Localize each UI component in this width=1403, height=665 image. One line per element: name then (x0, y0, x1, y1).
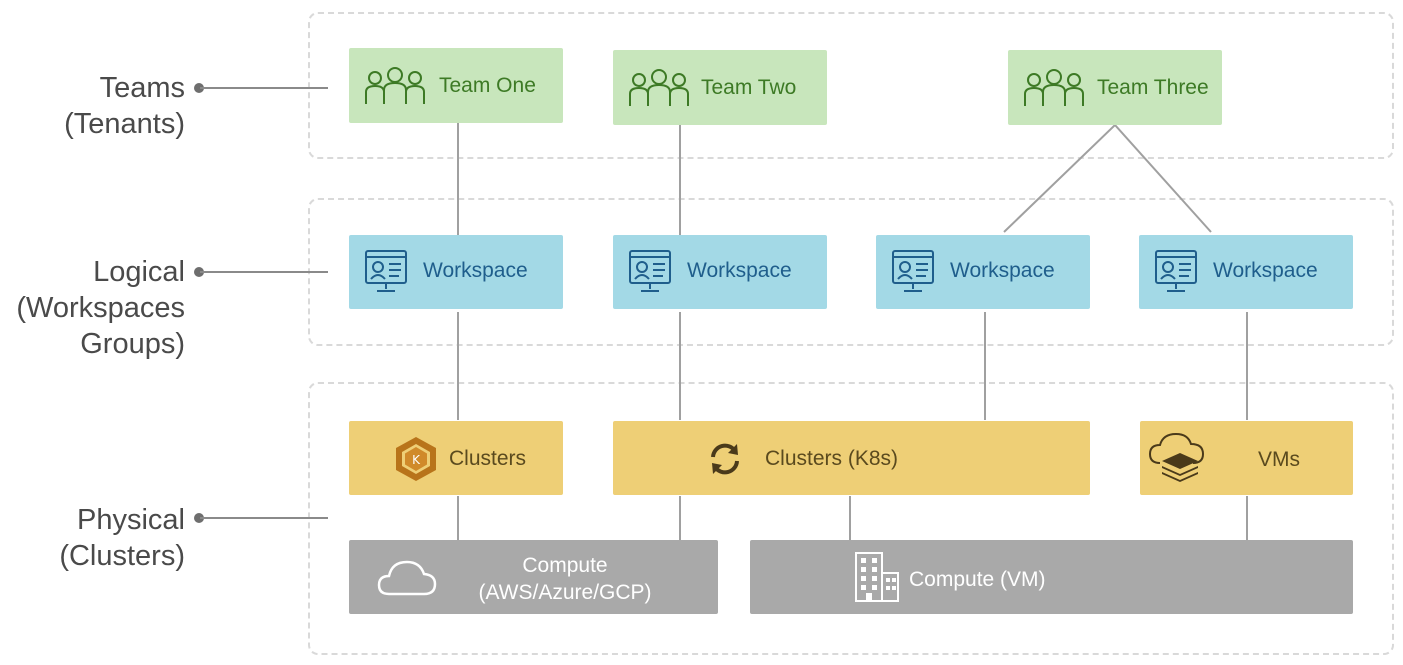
workspace-1-label: Workspace (423, 259, 528, 282)
teams-layer-title: Teams (99, 72, 185, 104)
workspace-4-label: Workspace (1213, 259, 1318, 282)
workspace-2-node[interactable]: Workspace (613, 235, 827, 309)
physical-layer-pointer (200, 517, 328, 519)
physical-layer-subtitle: (Clusters) (59, 540, 185, 572)
workspace-1-node[interactable]: Workspace (349, 235, 563, 309)
team-three-node[interactable]: Team Three (1008, 50, 1222, 125)
team-two-label: Team Two (701, 76, 797, 99)
team-one-label: Team One (439, 74, 536, 97)
sync-icon (711, 443, 739, 475)
compute-vm-node[interactable]: Compute (VM) (750, 540, 1353, 614)
teams-layer-label: Teams (Tenants) (64, 70, 185, 142)
team-icon (629, 69, 689, 106)
workspace-4-node[interactable]: Workspace (1139, 235, 1353, 309)
team-icon (1024, 69, 1084, 106)
workspace-monitor-icon (629, 250, 671, 292)
compute-vm-label: Compute (VM) (909, 568, 1046, 591)
physical-layer-label: Physical (Clusters) (59, 502, 185, 574)
logical-layer-subtitle-1: (Workspaces (16, 292, 185, 324)
physical-layer-dot (194, 513, 204, 523)
logical-layer-dot (194, 267, 204, 277)
workspace-monitor-icon (365, 250, 407, 292)
teams-layer-frame (308, 12, 1394, 159)
logical-layer-label: Logical (Workspaces Groups) (16, 254, 185, 362)
clusters-node[interactable]: K Clusters (349, 421, 563, 495)
teams-layer-subtitle: (Tenants) (64, 108, 185, 140)
cloud-icon (377, 560, 437, 596)
svg-text:K: K (412, 453, 421, 467)
compute-cloud-subtitle: (AWS/Azure/GCP) (478, 581, 652, 604)
connector-team-three-workspace-4 (1114, 124, 1212, 233)
clusters-label: Clusters (449, 447, 527, 470)
teams-layer-dot (194, 83, 204, 93)
building-icon (855, 552, 899, 602)
physical-layer-title: Physical (77, 504, 185, 536)
workspace-2-label: Workspace (687, 259, 792, 282)
logical-layer-pointer (200, 271, 328, 273)
workspace-monitor-icon (1155, 250, 1197, 292)
logical-layer-title: Logical (93, 256, 185, 288)
vms-label: VMs (1258, 448, 1300, 471)
compute-cloud-title: Compute (522, 554, 608, 577)
team-icon (365, 67, 425, 104)
compute-cloud-node[interactable]: Compute (AWS/Azure/GCP) (349, 540, 718, 614)
compute-cloud-label: Compute (AWS/Azure/GCP) (445, 552, 685, 606)
vms-node[interactable]: VMs (1140, 421, 1353, 495)
clusters-k8s-node[interactable]: Clusters (K8s) (613, 421, 1090, 495)
teams-layer-pointer (200, 87, 328, 89)
eks-hexagon-icon: K (396, 437, 436, 481)
cloud-layers-icon (1148, 432, 1205, 482)
team-two-node[interactable]: Team Two (613, 50, 827, 125)
logical-layer-subtitle-2: Groups) (80, 328, 185, 360)
workspace-3-node[interactable]: Workspace (876, 235, 1090, 309)
team-three-label: Team Three (1097, 76, 1209, 99)
team-one-node[interactable]: Team One (349, 48, 563, 123)
clusters-k8s-label: Clusters (K8s) (765, 447, 899, 470)
workspace-3-label: Workspace (950, 259, 1055, 282)
connector-team-three-workspace-3 (1003, 124, 1116, 233)
workspace-monitor-icon (892, 250, 934, 292)
